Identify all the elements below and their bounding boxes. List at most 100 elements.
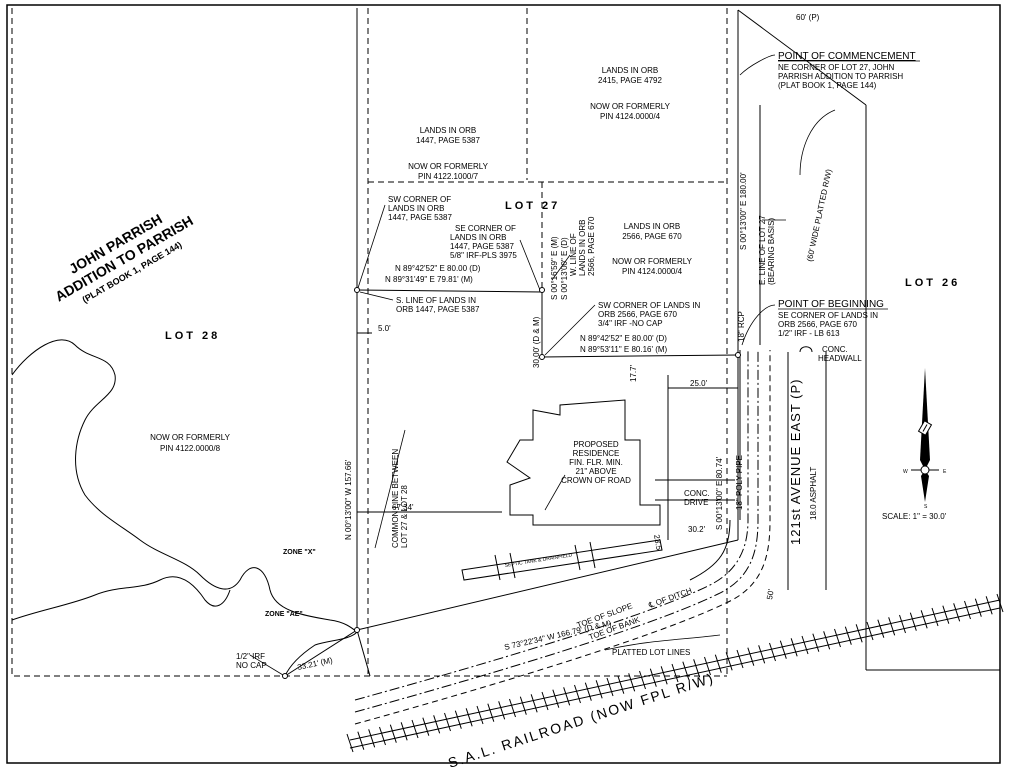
svg-text:SW CORNER OF: SW CORNER OF — [388, 195, 451, 204]
dist-30-00: 30.00' (D & M) — [532, 316, 541, 368]
railroad-tie — [964, 600, 971, 620]
railroad-tie — [444, 712, 451, 732]
svg-text:NE CORNER OF LOT 27, JOHN: NE CORNER OF LOT 27, JOHN — [778, 63, 895, 72]
railroad-tie — [660, 666, 668, 685]
railroad-tie — [433, 715, 441, 734]
railroad-tie — [769, 642, 776, 662]
railroad-tie — [454, 710, 462, 729]
dim-5-0: 5.0' — [378, 324, 391, 333]
railroad-tie — [909, 612, 917, 631]
railroad-tie — [541, 691, 549, 711]
parcel-orb-2415: LANDS IN ORB 2415, PAGE 4792 NOW OR FORM… — [590, 66, 671, 121]
svg-text:LANDS IN ORB: LANDS IN ORB — [602, 66, 658, 75]
svg-text:5/8" IRF-PLS 3975: 5/8" IRF-PLS 3975 — [450, 251, 517, 260]
railroad-tie — [346, 733, 354, 753]
north-arrow-badge — [917, 420, 933, 436]
svg-text:PARRISH ADDITION TO PARRISH: PARRISH ADDITION TO PARRISH — [778, 72, 903, 81]
svg-text:NO CAP: NO CAP — [236, 661, 267, 670]
zone-x-label: ZONE "X" — [283, 549, 316, 556]
railroad-tie — [389, 724, 397, 743]
railroad-tie — [357, 731, 365, 750]
scale-label: SCALE: 1" = 30.0' — [882, 512, 947, 521]
dim-67-34: 67.34' — [392, 503, 414, 512]
leader-lines — [249, 54, 836, 676]
dim-17-7: 17.7' — [629, 364, 638, 382]
railroad-tie — [779, 640, 787, 659]
bearing-n8942-top: N 89°42'52" E 80.00 (D) — [395, 264, 481, 273]
svg-text:LANDS IN ORB: LANDS IN ORB — [578, 220, 587, 276]
railroad-tie — [606, 677, 614, 697]
svg-text:NOW OR FORMERLY: NOW OR FORMERLY — [590, 102, 671, 111]
parcel-orb-2566: LANDS IN ORB 2566, PAGE 670 NOW OR FORME… — [612, 222, 693, 276]
railroad-tie — [790, 638, 798, 657]
svg-text:21" ABOVE: 21" ABOVE — [575, 467, 616, 476]
railroad-tie — [574, 684, 581, 704]
lot-lines — [11, 8, 1000, 677]
svg-text:E. LINE OF LOT 27: E. LINE OF LOT 27 — [758, 215, 767, 285]
railroad-tie — [736, 649, 744, 669]
row-60-label: (60' WIDE PLATTED R/W) — [805, 168, 833, 262]
residence-label: PROPOSED RESIDENCE FIN. FLR. MIN. 21" AB… — [561, 440, 631, 485]
railroad-tie — [400, 722, 408, 741]
poly-pipe-label: 18" POLY PIPE — [735, 455, 744, 510]
dist-33-21: 33.21' (M) — [297, 656, 334, 672]
north-arrow: W E S — [903, 368, 947, 510]
lot-28-label: LOT 28 — [165, 330, 220, 342]
svg-text:2566, PAGE 670: 2566, PAGE 670 — [622, 232, 682, 241]
svg-text:S. LINE OF LANDS IN: S. LINE OF LANDS IN — [396, 296, 476, 305]
corner-monuments — [282, 287, 741, 679]
railroad-tie — [855, 624, 863, 643]
zone-ae-line — [11, 576, 231, 621]
sw-corner-orb-2566: SW CORNER OF LANDS IN ORB 2566, PAGE 670… — [598, 301, 700, 328]
svg-text:LANDS IN ORB: LANDS IN ORB — [420, 126, 476, 135]
irf-no-cap: 1/2" IRF NO CAP — [236, 652, 267, 670]
railroad-tie — [422, 717, 430, 736]
railroad-tie — [931, 607, 939, 627]
svg-text:CROWN OF ROAD: CROWN OF ROAD — [561, 476, 631, 485]
railroad-tie — [844, 626, 852, 645]
railroad-tie — [617, 675, 625, 694]
road-edges — [787, 346, 827, 590]
railroad-tie — [877, 619, 885, 638]
svg-text:PIN 4122.0000/8: PIN 4122.0000/8 — [160, 444, 221, 453]
svg-text:1/2" IRF - LB 613: 1/2" IRF - LB 613 — [778, 329, 840, 338]
svg-text:NOW OR FORMERLY: NOW OR FORMERLY — [408, 162, 489, 171]
headwall-label: CONC. HEADWALL — [818, 345, 862, 363]
svg-text:2566, PAGE 670: 2566, PAGE 670 — [587, 216, 596, 276]
railroad-tie — [801, 635, 809, 655]
svg-text:HEADWALL: HEADWALL — [818, 354, 862, 363]
bearing-s0013-d: S 00°13'00" E (D) — [560, 237, 569, 300]
svg-text:W: W — [903, 469, 908, 475]
point-of-beginning: POINT OF BEGINNING SE CORNER OF LANDS IN… — [778, 299, 888, 338]
railroad-tie — [411, 719, 419, 739]
lot-26-label: LOT 26 — [905, 277, 960, 289]
svg-text:SE CORNER OF LANDS IN: SE CORNER OF LANDS IN — [778, 311, 878, 320]
svg-text:LANDS IN ORB: LANDS IN ORB — [450, 233, 506, 242]
railroad-tie — [985, 596, 993, 615]
railroad-tie — [552, 689, 560, 708]
e-line-lot-27: E. LINE OF LOT 27 (BEARING BASIS) — [758, 215, 776, 285]
dim-23-5: 23.5' — [652, 534, 664, 553]
railroad-tie — [498, 701, 506, 720]
railroad-tie — [704, 656, 711, 676]
lot-27-label: LOT 27 — [505, 200, 560, 212]
railroad-tie — [920, 610, 928, 629]
railroad-tie — [476, 705, 484, 725]
drawing-border — [6, 4, 1001, 764]
railroad-label: S.A.L. RAILROAD (NOW FPL R/W) — [446, 669, 716, 769]
railroad-tie — [682, 661, 690, 680]
railroad-tie — [953, 603, 961, 622]
svg-text:1447, PAGE 5387: 1447, PAGE 5387 — [388, 213, 452, 222]
svg-text:1447, PAGE 5387: 1447, PAGE 5387 — [450, 242, 514, 251]
se-corner-orb-1447: SE CORNER OF LANDS IN ORB 1447, PAGE 538… — [450, 224, 517, 260]
svg-text:ORB 2566, PAGE 670: ORB 2566, PAGE 670 — [598, 310, 678, 319]
svg-text:S: S — [924, 504, 928, 510]
dim-25-0: 25.0' — [690, 379, 708, 388]
railroad-tie — [671, 663, 679, 683]
railroad-tie — [725, 652, 733, 671]
bearing-s0016: S 00°16'59" E (M) — [550, 236, 559, 300]
zone-ae-label: ZONE "AE" — [265, 611, 303, 618]
street-name: 121st AVENUE EAST (P) — [788, 379, 803, 545]
septic-area — [461, 539, 663, 581]
